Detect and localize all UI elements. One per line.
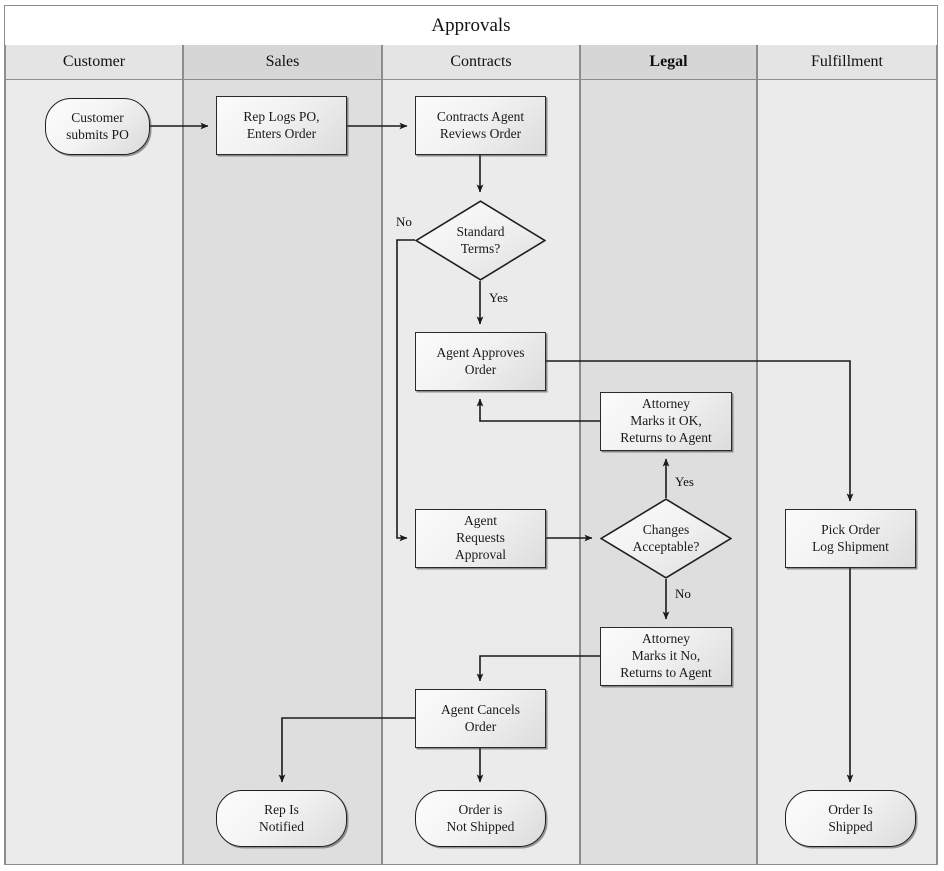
lane-header-legal: Legal	[581, 45, 756, 80]
lane-header-contracts: Contracts	[383, 45, 579, 80]
node-agent-approves-order[interactable]: Agent Approves Order	[415, 332, 546, 391]
lane-customer: Customer	[5, 45, 183, 864]
lane-header-fulfillment: Fulfillment	[758, 45, 936, 80]
node-pick-order-log-shipment[interactable]: Pick Order Log Shipment	[785, 509, 916, 568]
lane-body-sales	[184, 80, 381, 864]
edge-label-standard-terms-yes: Yes	[489, 290, 508, 305]
lane-body-legal	[581, 80, 756, 864]
lane-header-sales: Sales	[184, 45, 381, 80]
node-attorney-marks-it-ok[interactable]: Attorney Marks it OK, Returns to Agent	[600, 392, 732, 451]
lane-fulfillment: Fulfillment	[757, 45, 937, 864]
edge-label-standard-terms-no: No	[396, 214, 412, 229]
lane-body-fulfillment	[758, 80, 936, 864]
node-agent-requests-approval[interactable]: Agent Requests Approval	[415, 509, 546, 568]
node-contracts-agent-reviews-order[interactable]: Contracts Agent Reviews Order	[415, 96, 546, 155]
node-attorney-marks-it-no[interactable]: Attorney Marks it No, Returns to Agent	[600, 627, 732, 686]
node-rep-is-notified[interactable]: Rep Is Notified	[216, 790, 347, 847]
diamond-shape-changes-acceptable	[600, 498, 732, 579]
node-order-is-not-shipped[interactable]: Order is Not Shipped	[415, 790, 546, 847]
node-changes-acceptable-label: Changes Acceptable?	[632, 521, 700, 554]
node-rep-logs-po[interactable]: Rep Logs PO, Enters Order	[216, 96, 347, 155]
node-standard-terms-label: Standard Terms?	[456, 223, 505, 256]
lane-body-customer	[6, 80, 182, 864]
node-customer-submits-po[interactable]: Customer submits PO	[45, 98, 150, 155]
lane-legal: Legal	[580, 45, 757, 864]
node-standard-terms-decision[interactable]: Standard Terms?	[415, 200, 546, 281]
lane-sales: Sales	[183, 45, 382, 864]
diamond-shape-standard-terms	[415, 200, 546, 281]
diagram-title: Approvals	[5, 6, 937, 45]
lane-header-customer: Customer	[6, 45, 182, 80]
node-agent-cancels-order[interactable]: Agent Cancels Order	[415, 689, 546, 748]
node-order-is-shipped[interactable]: Order Is Shipped	[785, 790, 916, 847]
edge-label-changes-acceptable-yes: Yes	[675, 474, 694, 489]
edge-label-changes-acceptable-no: No	[675, 586, 691, 601]
node-changes-acceptable-decision[interactable]: Changes Acceptable?	[600, 498, 732, 579]
